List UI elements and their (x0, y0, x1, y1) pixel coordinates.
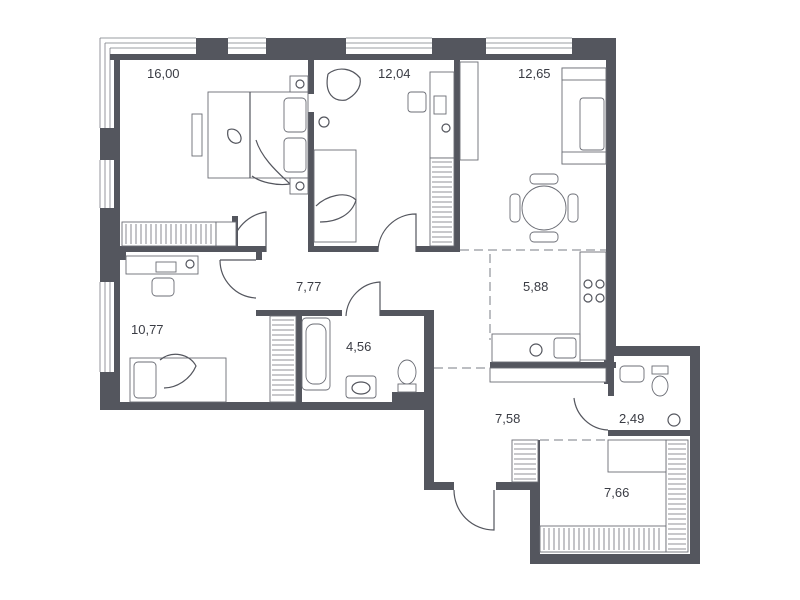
room-area-bedroom-1: 16,00 (147, 66, 180, 81)
room-area-bedroom-3: 10,77 (131, 322, 164, 337)
toilet-fixtures (619, 365, 681, 427)
wardrobe-hatching (125, 161, 686, 550)
room-area-entrance-hall: 7,58 (495, 411, 520, 426)
kitchen-furniture (491, 251, 607, 363)
zone-boundaries (434, 249, 608, 441)
room-labels: 16,00 12,04 12,65 7,77 5,88 10,77 4,56 7… (131, 66, 644, 500)
living-room-furniture (459, 61, 607, 243)
bedroom-2-furniture (313, 68, 455, 247)
bathroom-fixtures (301, 317, 417, 399)
room-area-bedroom-4: 7,66 (604, 485, 629, 500)
room-area-bedroom-2: 12,04 (378, 66, 411, 81)
doors (219, 211, 609, 531)
bedroom-1-furniture (121, 75, 309, 247)
window-frames (99, 37, 572, 372)
room-area-kitchen: 5,88 (523, 279, 548, 294)
room-area-hallway: 7,77 (296, 279, 321, 294)
room-area-living-room: 12,65 (518, 66, 551, 81)
room-area-toilet: 2,49 (619, 411, 644, 426)
room-area-bathroom: 4,56 (346, 339, 371, 354)
walls (100, 38, 700, 564)
